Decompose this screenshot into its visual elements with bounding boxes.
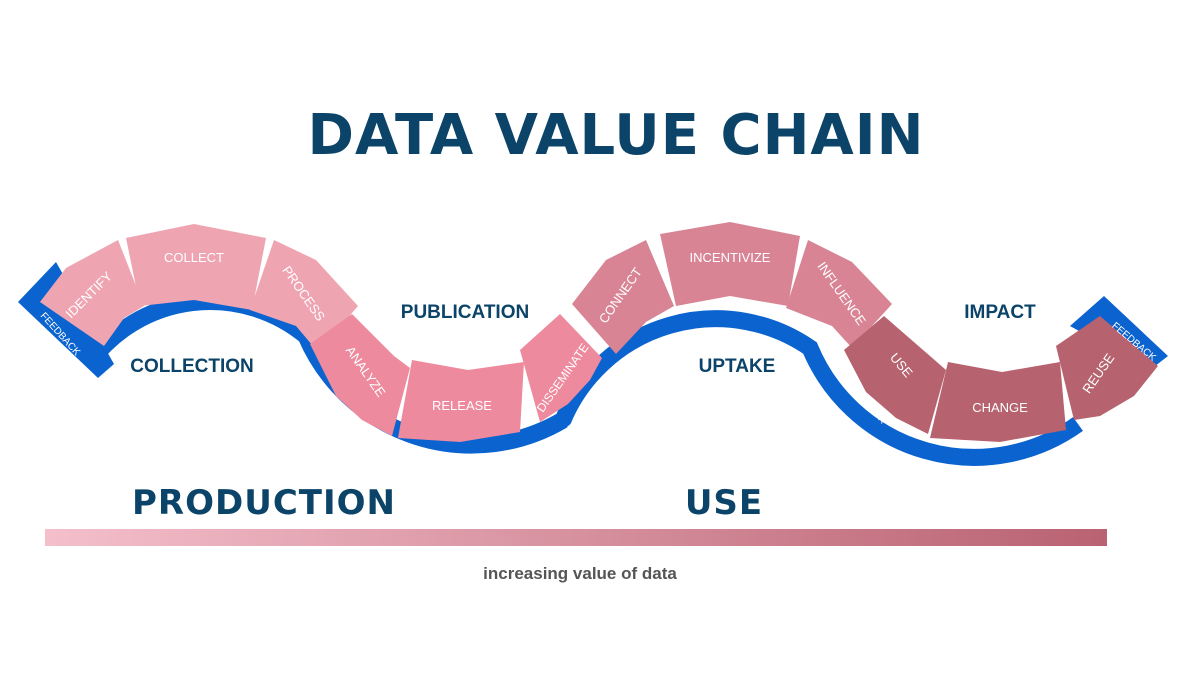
step-collect: COLLECT xyxy=(126,224,266,310)
stage-label-publication: PUBLICATION xyxy=(401,302,529,323)
step-reuse: REUSE xyxy=(1056,316,1158,420)
step-use: USE xyxy=(844,316,946,434)
value-gradient-bar xyxy=(45,529,1107,546)
step-label: RELEASE xyxy=(432,398,492,413)
step-segment xyxy=(250,240,358,352)
step-influence: INFLUENCE xyxy=(786,240,892,348)
step-segments: IDENTIFY COLLECT PROCESS ANALYZE RELEASE… xyxy=(40,222,1158,442)
step-change: CHANGE xyxy=(930,362,1066,442)
feedback-end-left xyxy=(18,262,114,378)
step-segment xyxy=(844,316,946,434)
stage-label-uptake: UPTAKE xyxy=(699,356,776,377)
step-segment xyxy=(786,240,892,348)
step-label: COLLECT xyxy=(164,250,224,265)
phase-label-production: PRODUCTION xyxy=(132,483,396,523)
step-disseminate: DISSEMINATE xyxy=(520,314,602,422)
step-incentivize: INCENTIVIZE xyxy=(660,222,800,306)
step-connect: CONNECT xyxy=(572,240,674,354)
step-segment xyxy=(930,362,1066,442)
stage-label-impact: IMPACT xyxy=(964,302,1036,323)
page-title: DATA VALUE CHAIN xyxy=(308,103,925,168)
step-release: RELEASE xyxy=(398,360,524,442)
step-segment xyxy=(1056,316,1158,420)
step-segment xyxy=(398,360,524,442)
step-analyze: ANALYZE xyxy=(310,314,410,436)
step-label: CHANGE xyxy=(972,400,1028,415)
bar-caption: increasing value of data xyxy=(483,564,677,583)
step-identify: IDENTIFY xyxy=(40,240,144,346)
stage-label-collection: COLLECTION xyxy=(130,356,254,377)
stage-labels: COLLECTION PUBLICATION UPTAKE IMPACT xyxy=(130,302,1036,377)
phase-label-use: USE xyxy=(685,483,763,523)
step-segment xyxy=(660,222,800,306)
step-label: INCENTIVIZE xyxy=(690,250,771,265)
step-segment xyxy=(520,314,602,422)
step-segment xyxy=(40,240,144,346)
step-segment xyxy=(572,240,674,354)
step-segment xyxy=(310,314,410,436)
step-segment xyxy=(126,224,266,310)
step-process: PROCESS xyxy=(250,240,358,352)
